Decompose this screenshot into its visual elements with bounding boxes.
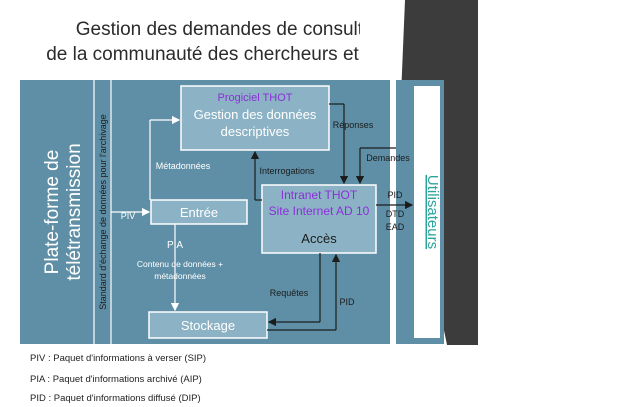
dtd-label: DTD (386, 209, 405, 219)
contenu-label-2: métadonnées (154, 271, 206, 281)
progiciel-title: Progiciel THOT (218, 92, 293, 104)
pia-label: PIA (167, 240, 183, 251)
demandes-label: Demandes (366, 153, 410, 163)
progiciel-line-2: Gestion des données (194, 107, 317, 122)
utilisateurs-box (414, 86, 440, 338)
intranet-title: Intranet THOT (281, 188, 358, 202)
title-line-2: de la communauté des chercheurs et citoy… (46, 44, 434, 65)
legend-area (0, 345, 478, 407)
acces-label: Accès (301, 231, 337, 246)
contenu-label-1: Contenu de données + (137, 259, 223, 269)
legend-pid: PID : Paquet d'informations diffusé (DIP… (30, 393, 201, 404)
platform-label-2: télétransmission (64, 143, 85, 280)
interrogations-label: Interrogations (259, 166, 315, 176)
utilisateurs-label: Utilisateurs (424, 175, 441, 249)
legend-piv: PIV : Paquet d'informations à verser (SI… (30, 353, 207, 364)
metadonnees-label: Métadonnées (156, 161, 211, 171)
platform-label-1: Plate-forme de (42, 150, 63, 275)
ead-label: EAD (386, 222, 405, 232)
pid-bottom-label: PID (339, 297, 355, 307)
stockage-box (148, 311, 268, 339)
progiciel-line-3: descriptives (221, 124, 290, 139)
legend-pia: PIA : Paquet d'informations archivé (AIP… (30, 374, 202, 385)
title-line-1: Gestion des demandes de consultation (75, 19, 405, 40)
intranet-box (261, 184, 377, 254)
piv-label: PIV (121, 211, 136, 221)
pid-right-label: PID (387, 190, 403, 200)
intranet-subtitle: Site Internet AD 10 (269, 204, 370, 218)
reponses-label: Réponses (333, 120, 374, 130)
standard-label: Standard d'échange de données pour l'arc… (98, 114, 108, 310)
requetes-label: Requêtes (270, 288, 309, 298)
entree-label: Entrée (180, 205, 218, 220)
entree-box (150, 199, 248, 225)
progiciel-box (180, 85, 330, 151)
stockage-label: Stockage (181, 318, 235, 333)
